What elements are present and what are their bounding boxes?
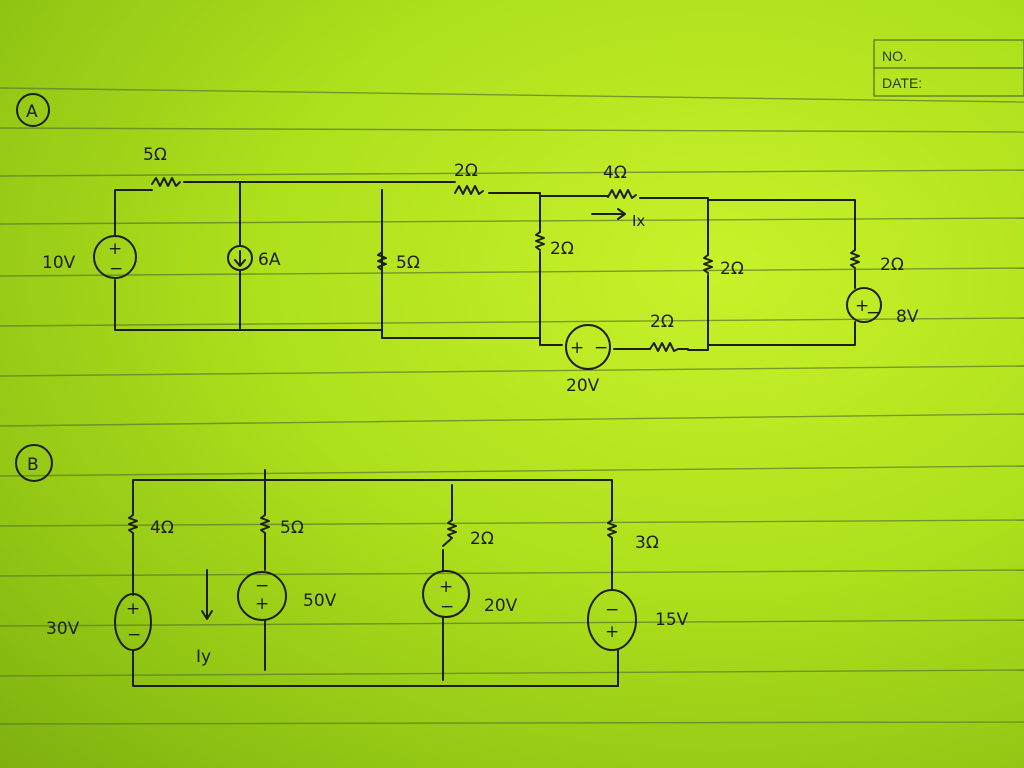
label-r-far-right: 2Ω	[880, 255, 904, 275]
svg-text:+: +	[855, 296, 869, 316]
svg-text:+: +	[108, 239, 122, 259]
voltage-source-50v	[237, 571, 287, 621]
label-50v: 50V	[303, 591, 337, 611]
circuit-a: A 5Ω + − 10V 6A 5Ω 2Ω 4Ω Ix	[16, 93, 919, 396]
label-r-top-mid: 2Ω	[454, 161, 478, 181]
circuit-a-label: A	[26, 102, 38, 122]
circuit-b: B 4Ω 5Ω 2Ω 3Ω + − 30V Iy − + 50V + − 20V	[15, 444, 689, 687]
date-label: DATE:	[882, 75, 922, 91]
resistor-4-top	[607, 189, 637, 199]
label-r2: 5Ω	[280, 518, 304, 538]
current-arrow-iy	[201, 569, 213, 620]
circuit-b-badge	[15, 444, 53, 482]
resistor-2-far-right	[850, 249, 860, 269]
label-8v: 8V	[896, 307, 919, 327]
label-r-top-left: 5Ω	[143, 145, 167, 165]
label-ix: Ix	[632, 212, 645, 230]
label-iy: Iy	[196, 647, 211, 667]
label-r3: 2Ω	[470, 529, 494, 549]
resistor-5-b	[260, 514, 270, 541]
resistor-5-shunt	[377, 251, 387, 271]
resistor-3-b	[607, 519, 617, 549]
label-10v: 10V	[42, 253, 76, 273]
svg-text:+: +	[570, 338, 584, 358]
resistor-2-bottom	[649, 342, 689, 352]
svg-text:−: −	[127, 625, 141, 645]
resistor-5-top	[151, 177, 181, 187]
current-arrow-ix	[591, 208, 626, 220]
label-r4: 3Ω	[635, 533, 659, 553]
voltage-source-8v	[846, 287, 882, 323]
svg-text:−: −	[605, 600, 619, 620]
resistor-2-top	[454, 185, 484, 195]
svg-text:+: +	[605, 622, 619, 642]
label-r1: 4Ω	[150, 518, 174, 538]
no-label: NO.	[882, 48, 907, 64]
circuit-b-label: B	[27, 455, 39, 475]
svg-text:−: −	[440, 597, 454, 617]
resistor-2-vertical-right	[703, 254, 713, 274]
label-r-vertical-right: 2Ω	[720, 259, 744, 279]
svg-text:+: +	[126, 599, 140, 619]
voltage-source-15v	[587, 589, 637, 651]
svg-text:−: −	[255, 576, 269, 596]
voltage-source-10v	[93, 235, 137, 279]
label-r-vertical-mid: 2Ω	[550, 239, 574, 259]
ruled-lines	[0, 87, 1024, 725]
label-20v-a: 20V	[566, 376, 600, 396]
svg-text:+: +	[439, 577, 453, 597]
resistor-4-b	[128, 514, 138, 541]
svg-text:−: −	[109, 259, 123, 279]
voltage-source-30v	[114, 593, 152, 651]
label-r-top-right: 4Ω	[603, 163, 627, 183]
voltage-source-20v-a	[565, 324, 611, 370]
label-15v: 15V	[655, 610, 689, 630]
svg-text:+: +	[255, 594, 269, 614]
label-6a: 6A	[258, 250, 281, 270]
label-20v-b: 20V	[484, 596, 518, 616]
current-source-6a	[227, 245, 253, 271]
svg-text:−: −	[594, 338, 608, 358]
label-r-bottom: 2Ω	[650, 312, 674, 332]
header-box: NO. DATE:	[873, 39, 1024, 97]
resistor-2-b	[442, 519, 457, 547]
label-30v: 30V	[46, 619, 80, 639]
voltage-source-20v-b	[422, 570, 470, 618]
label-r-shunt: 5Ω	[396, 253, 420, 273]
svg-text:−: −	[866, 303, 880, 323]
resistor-2-vertical-mid	[535, 231, 545, 251]
circuit-a-badge	[16, 93, 50, 127]
